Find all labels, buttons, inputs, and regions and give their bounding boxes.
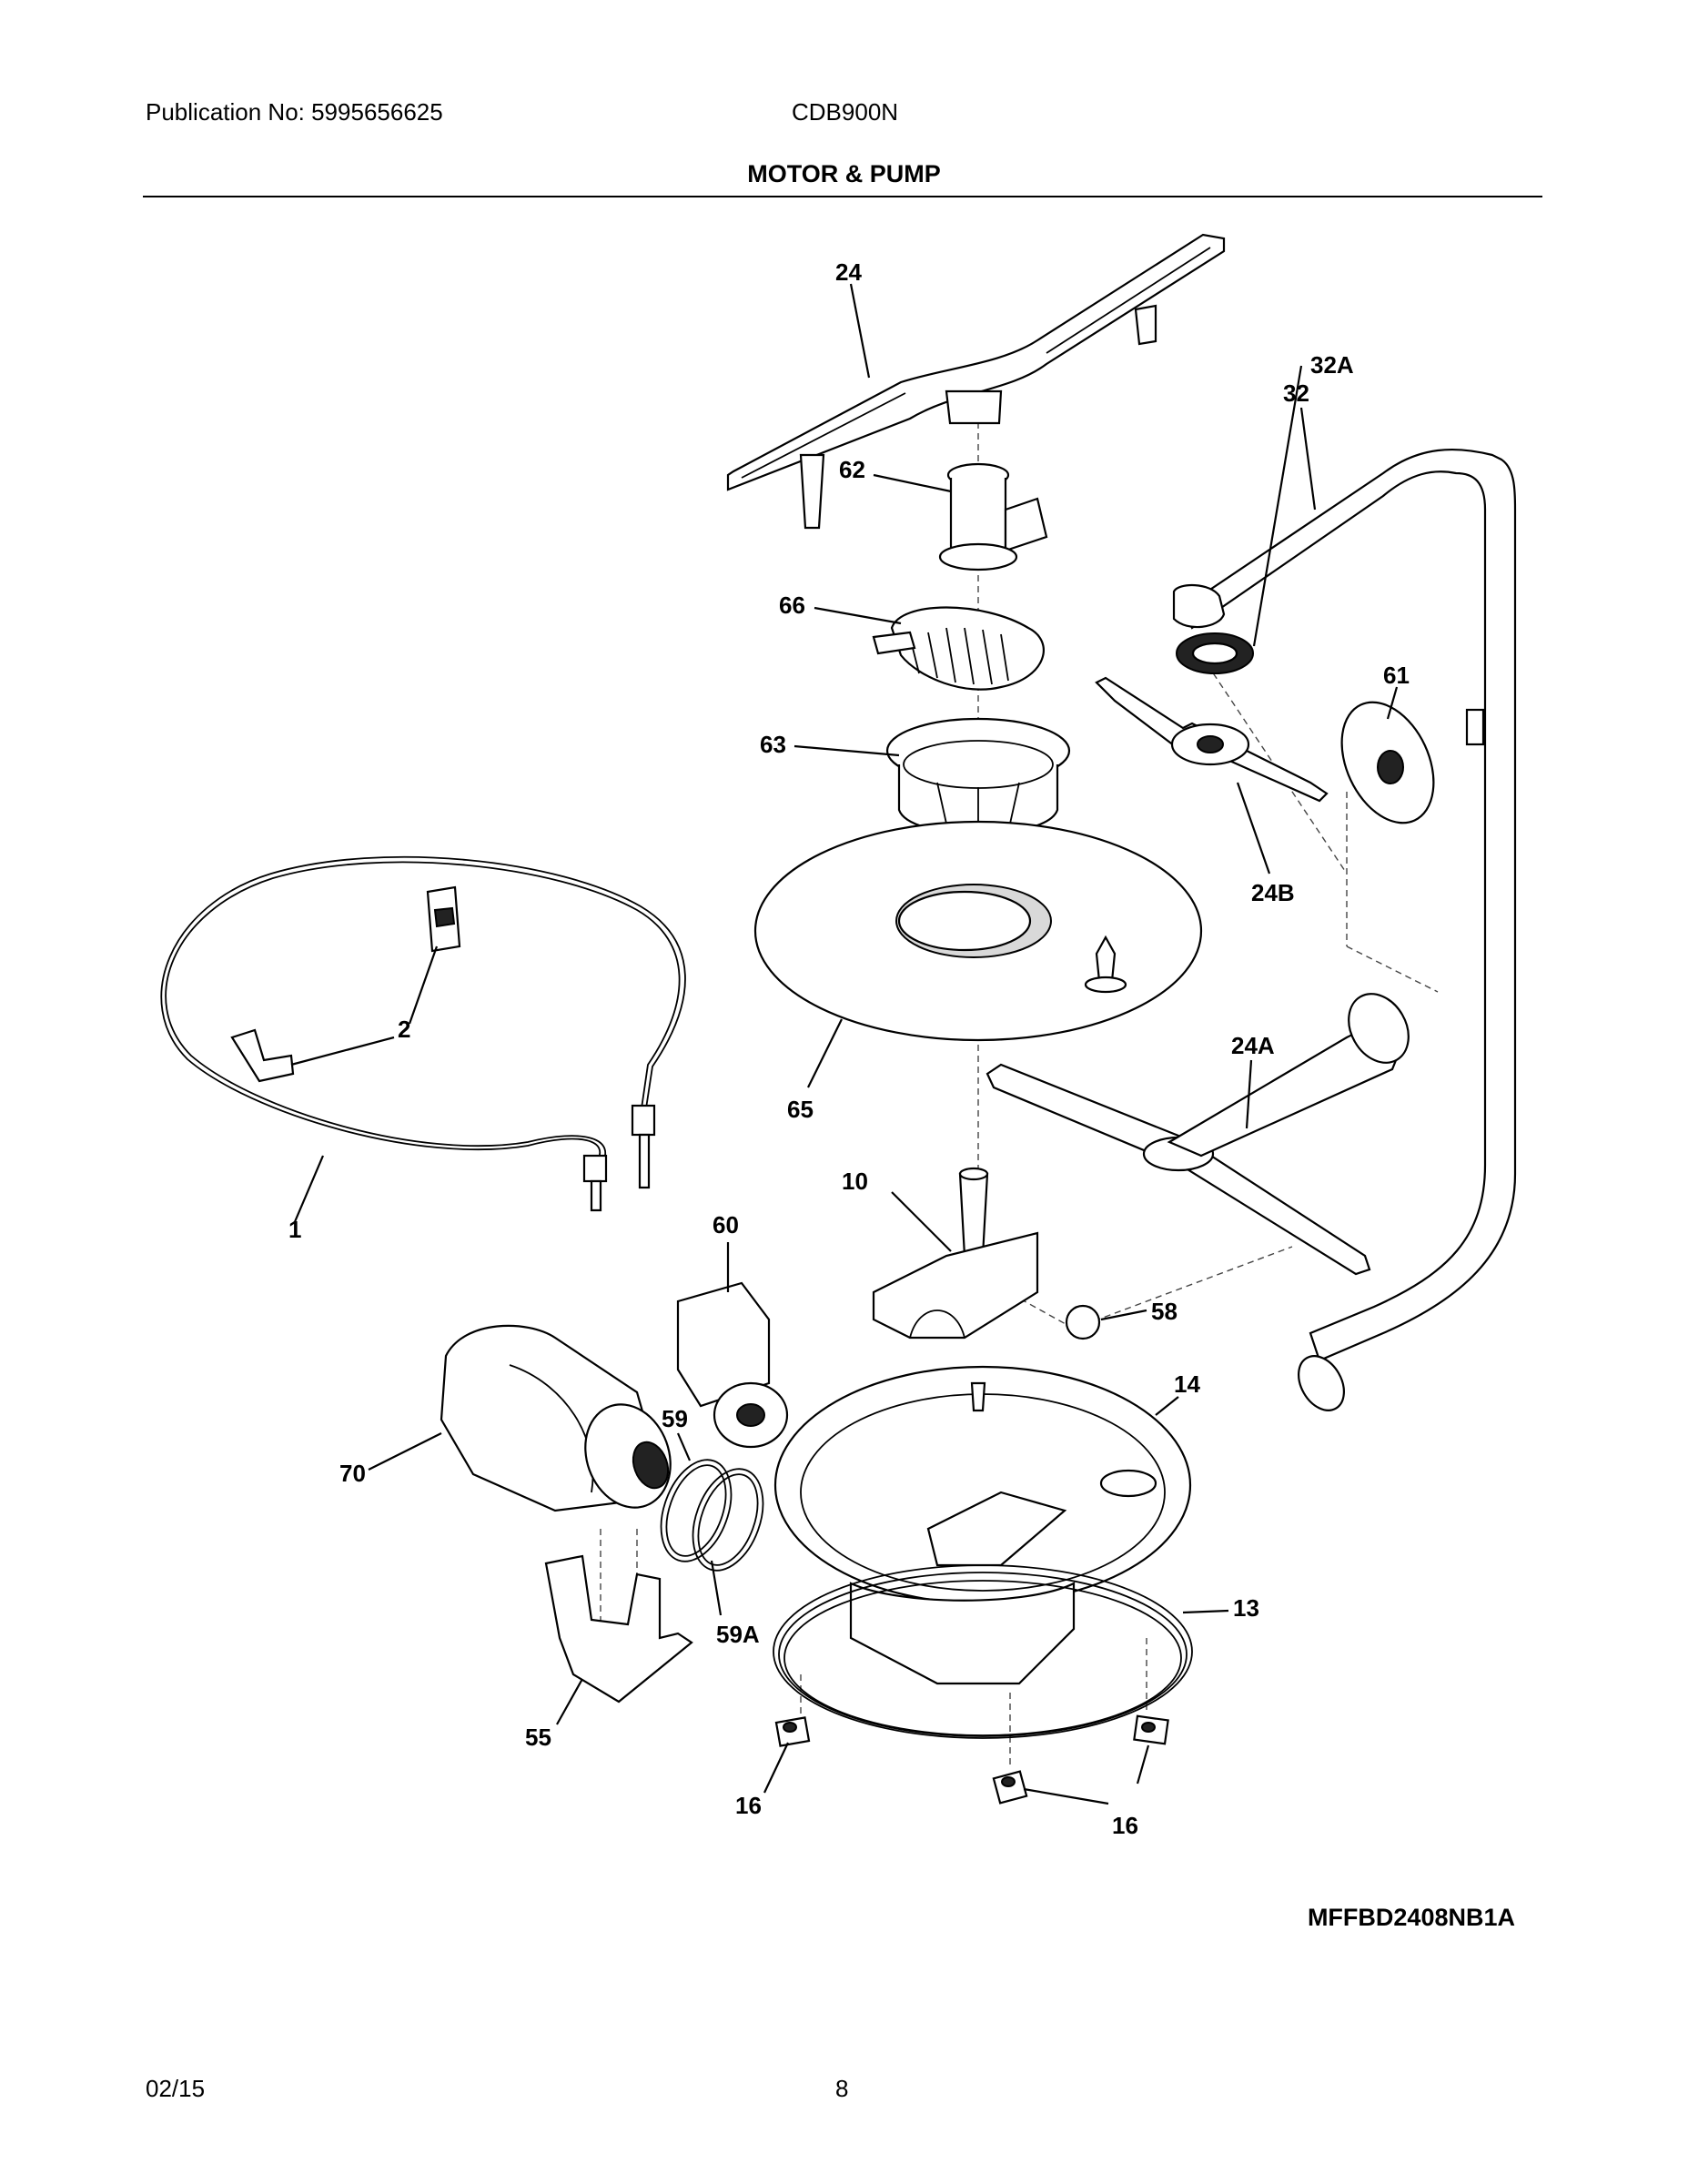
header-divider [143,196,1542,197]
callout-14: 14 [1174,1370,1200,1398]
callout-16-right: 16 [1112,1812,1138,1839]
callout-60: 60 [713,1211,739,1239]
filter-housing-part [885,717,1071,835]
middle-spray-arm-part [1095,676,1329,803]
spray-arm-support-part [938,462,1048,571]
assembly-guide-lines [600,400,1439,1765]
lower-spray-arm-part [986,993,1410,1276]
seal-ring-part [1176,632,1254,674]
callout-65: 65 [787,1096,814,1123]
motor-bracket-part [544,1554,693,1704]
section-title: MOTOR & PUMP [747,160,941,187]
callout-24a: 24A [1231,1032,1275,1059]
drain-pump-part [676,1281,789,1449]
callout-66: 66 [779,592,805,619]
callout-32a: 32A [1310,351,1354,379]
check-ball-part [1065,1304,1101,1340]
pump-assembly-part [872,1167,1039,1340]
publication-date: 02/15 [146,2075,206,2102]
sump-gasket-part [773,1564,1193,1739]
callout-1: 1 [288,1216,301,1243]
heating-element-part [160,855,686,1212]
filter-part [872,606,1045,691]
model-number: CDB900N [792,98,899,126]
callout-70: 70 [339,1460,366,1487]
grommet-parts [774,1714,1169,1805]
callout-59: 59 [662,1405,688,1432]
callout-32: 32 [1283,379,1309,407]
filter-plate-part [753,820,1203,1042]
callout-62: 62 [839,456,865,483]
callout-10: 10 [842,1168,868,1195]
callout-63: 63 [760,731,786,758]
bearing-disc-part [1340,701,1435,824]
supply-tube-part [1172,448,1517,1411]
drawing-code: MFFBD2408NB1A [1307,1904,1515,1931]
callout-58: 58 [1151,1298,1178,1325]
callout-55: 55 [525,1724,551,1751]
motor-part [440,1324,672,1512]
callout-59a: 59A [716,1621,760,1648]
callout-24b: 24B [1251,879,1295,906]
sump-part [773,1365,1192,1685]
element-clip-part [230,885,461,1083]
publication-number: Publication No: 5995656625 [146,98,443,126]
page-number: 8 [835,2075,849,2102]
o-ring-parts [660,1459,764,1572]
upper-spray-arm-part [726,233,1226,530]
leader-lines [290,283,1399,1805]
callout-16-left: 16 [735,1792,762,1819]
callout-13: 13 [1233,1594,1259,1622]
callout-61: 61 [1383,662,1410,689]
callout-24: 24 [835,258,862,286]
callout-2: 2 [398,1016,410,1043]
